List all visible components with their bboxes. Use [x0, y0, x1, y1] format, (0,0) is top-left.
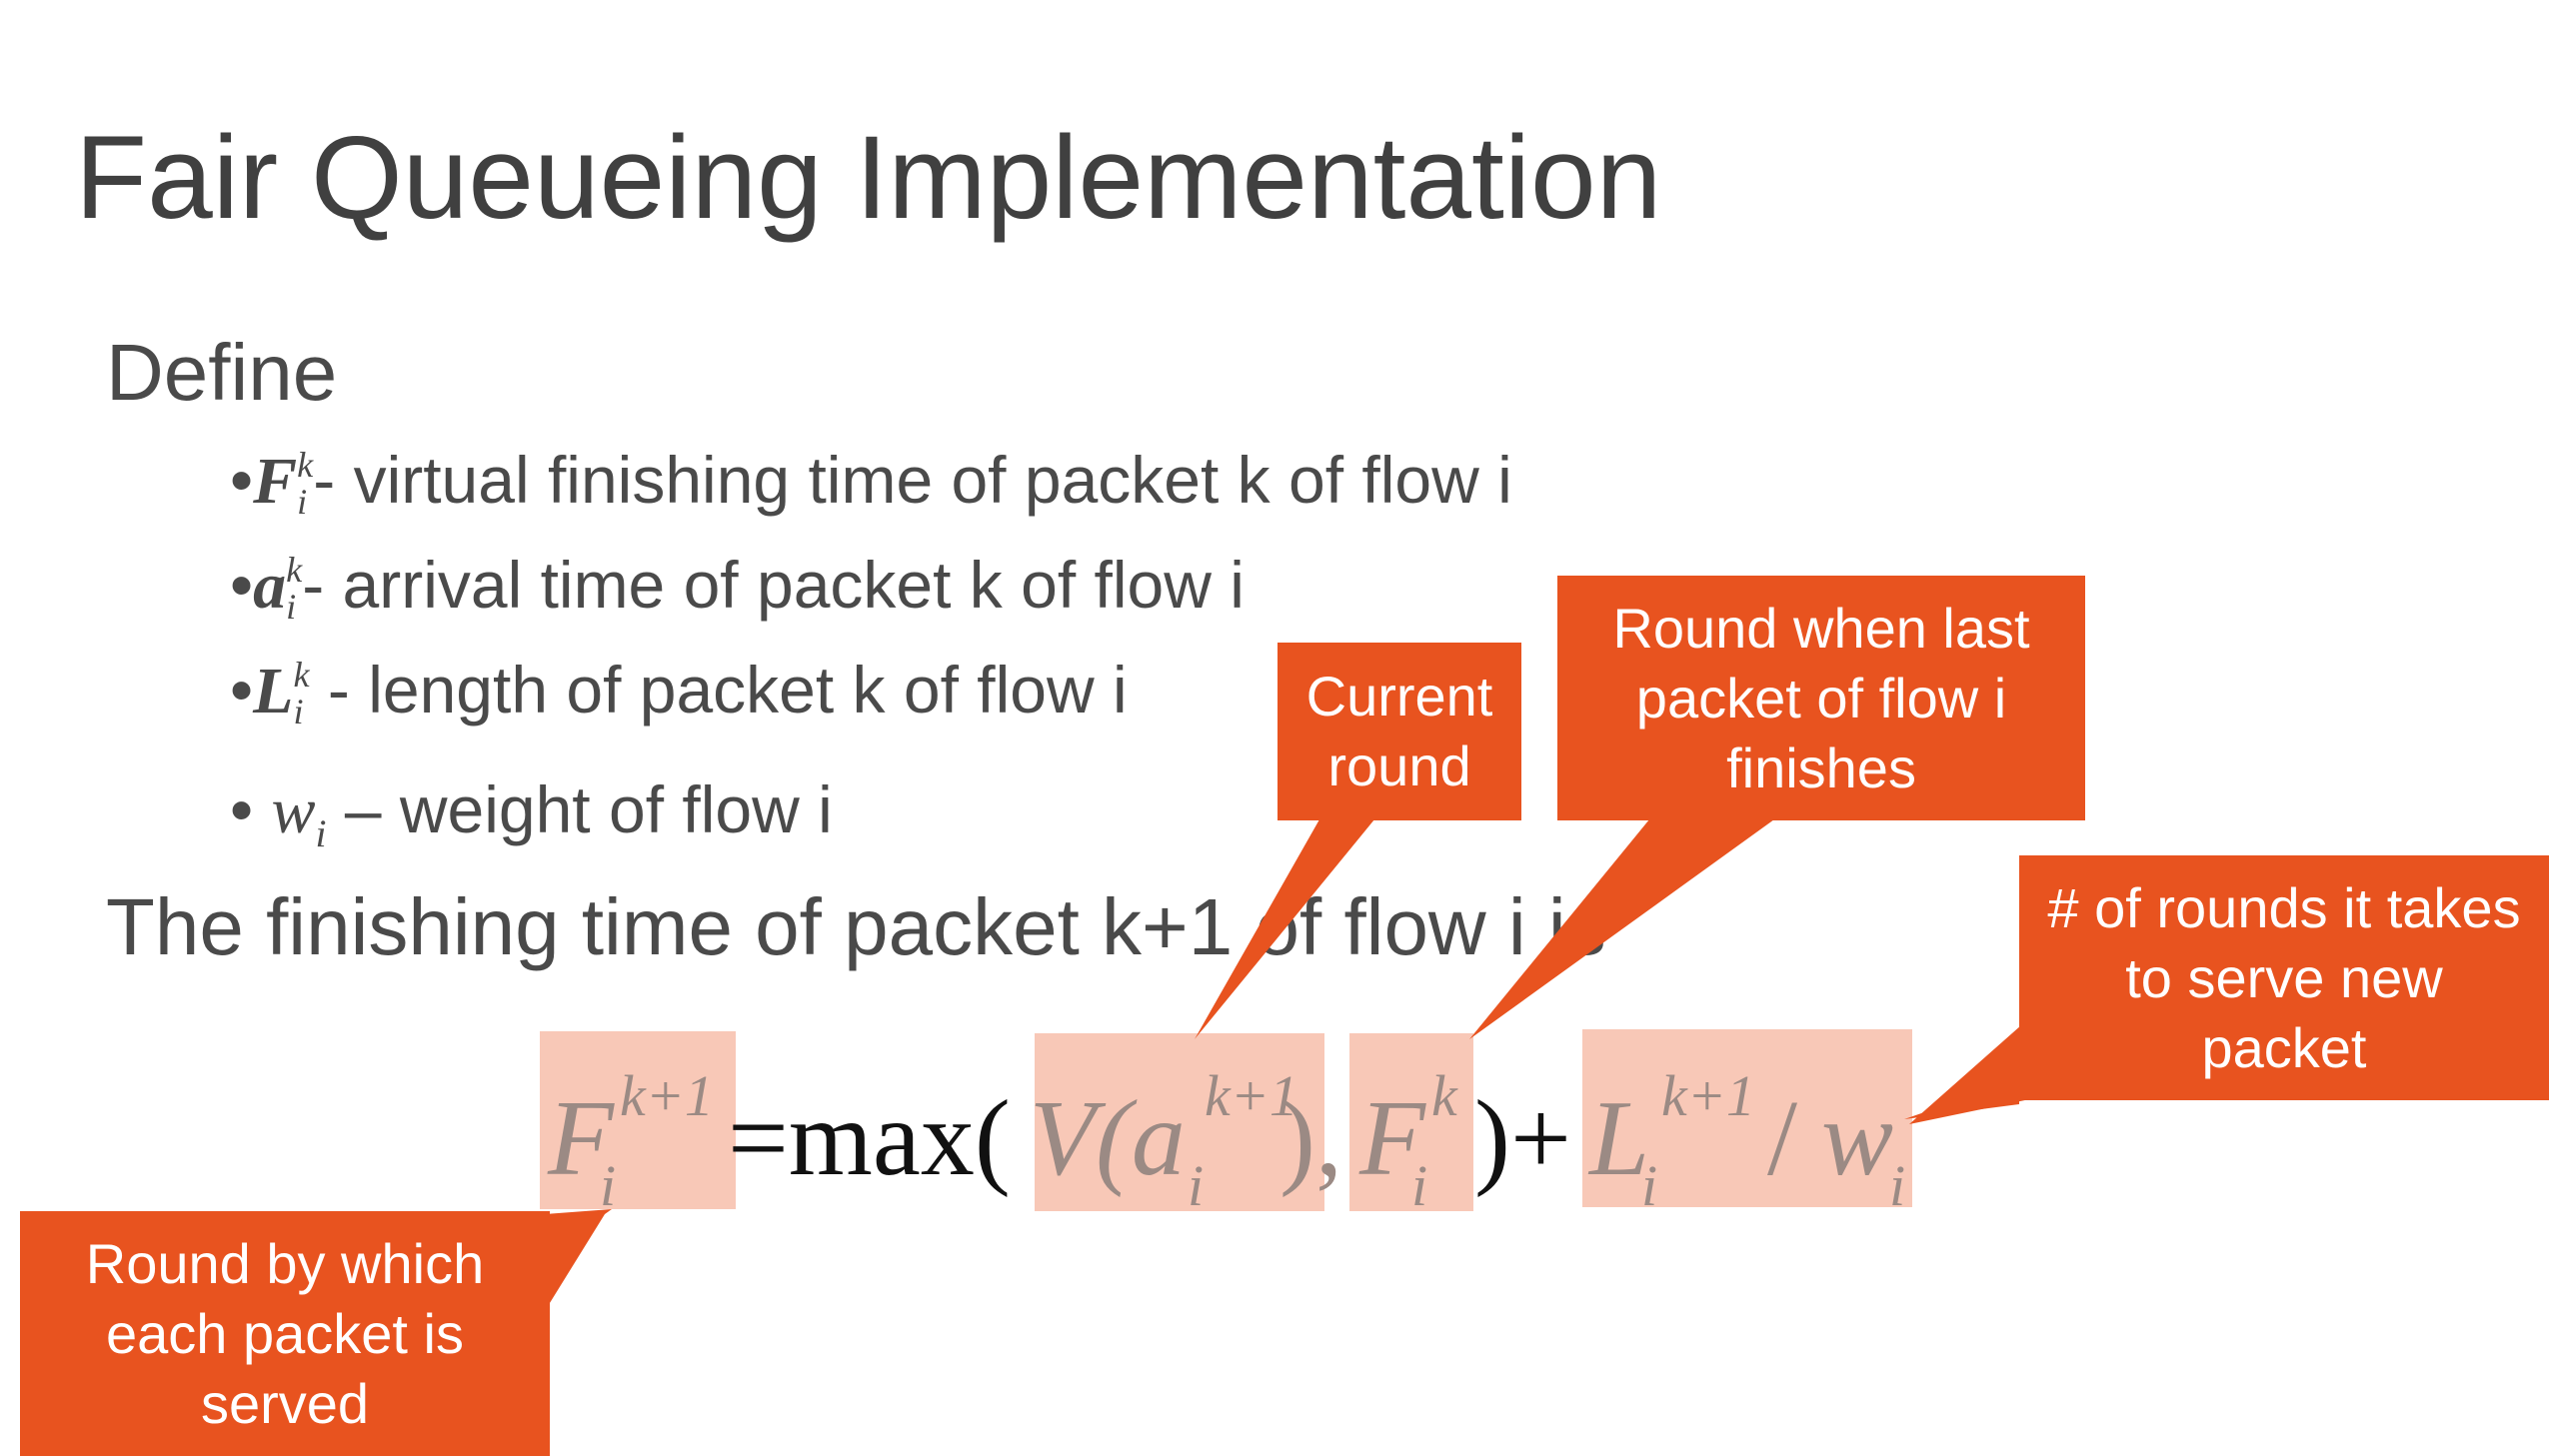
bullet-superscript: k [286, 550, 303, 591]
bullet-superscript: k [293, 655, 310, 696]
formula-lhs-sub: i [600, 1153, 617, 1218]
bullet-symbol: w [271, 774, 316, 847]
formula-length-weight: L k+1 i / w i [1589, 1039, 1909, 1239]
formula-f: F [1359, 1079, 1425, 1198]
highlight-virtual-time [1035, 1033, 1324, 1211]
bullet-text: - virtual finishing time of packet k of … [313, 443, 1512, 517]
define-heading: Define [106, 328, 338, 417]
fair-queueing-formula: F k+1 i [548, 1039, 718, 1239]
formula-v-open: V(a [1030, 1079, 1186, 1198]
bullet-text: – weight of flow i [326, 772, 833, 846]
finishing-time-sentence: The finishing time of packet k+1 of flow… [106, 882, 1606, 971]
formula-w: w [1821, 1079, 1894, 1198]
formula-l: L [1589, 1079, 1650, 1198]
bullet-symbol: L [253, 655, 294, 728]
callout-round-last-packet: Round when last packet of flow i finishe… [1557, 576, 2085, 820]
callout-current-round: Current round [1278, 643, 1521, 820]
formula-f-sup: k [1431, 1063, 1457, 1128]
formula-v-sup: k+1 [1205, 1063, 1298, 1128]
formula-lhs-sup: k+1 [620, 1063, 714, 1128]
bullet-dot: • [230, 772, 272, 846]
bullet-text: - length of packet k of flow i [309, 653, 1128, 727]
highlight-previous-finish [1349, 1033, 1473, 1211]
bullet-superscript: k [297, 445, 314, 486]
formula-virtual-time: V(a k+1 i [1030, 1039, 1329, 1239]
formula-plus: )+ [1474, 1079, 1571, 1198]
bullet-subscript: i [293, 691, 304, 731]
slide-title: Fair Queueing Implementation [75, 112, 1662, 244]
pointer-round-last-packet [1469, 819, 1774, 1039]
formula-lhs: F [548, 1079, 614, 1198]
formula-equals-max: =max( [728, 1039, 1011, 1239]
bullet-dot: • [230, 443, 254, 517]
formula-l-sub: i [1641, 1153, 1658, 1218]
bullet-weight: • wi – weight of flow i [230, 769, 833, 859]
bullet-text: - arrival time of packet k of flow i [302, 548, 1245, 622]
highlight-length-weight [1582, 1029, 1912, 1207]
formula-f-sub: i [1411, 1153, 1428, 1218]
formula-v-close: ), [1280, 1079, 1342, 1198]
bullet-symbol: F [253, 445, 298, 518]
bullet-subscript: i [315, 810, 327, 855]
bullet-subscript: i [297, 481, 308, 522]
formula-equals: = [728, 1079, 789, 1198]
pointer-round-served [540, 1209, 612, 1319]
highlight-lhs [540, 1031, 736, 1209]
formula-l-sup: k+1 [1661, 1063, 1755, 1128]
formula-max: max( [788, 1079, 1011, 1198]
bullet-subscript: i [286, 586, 297, 627]
callout-rounds-to-serve: # of rounds it takes to serve new packet [2019, 855, 2549, 1100]
formula-v-sub: i [1188, 1153, 1205, 1218]
callout-round-served: Round by which each packet is served [20, 1211, 550, 1456]
pointer-current-round [1195, 819, 1374, 1039]
bullet-dot: • [230, 653, 254, 727]
bullet-symbol: a [253, 550, 287, 623]
formula-slash: / [1767, 1079, 1798, 1198]
bullet-dot: • [230, 548, 254, 622]
formula-previous-finish: F k i [1359, 1039, 1469, 1239]
formula-w-sub: i [1889, 1153, 1906, 1218]
